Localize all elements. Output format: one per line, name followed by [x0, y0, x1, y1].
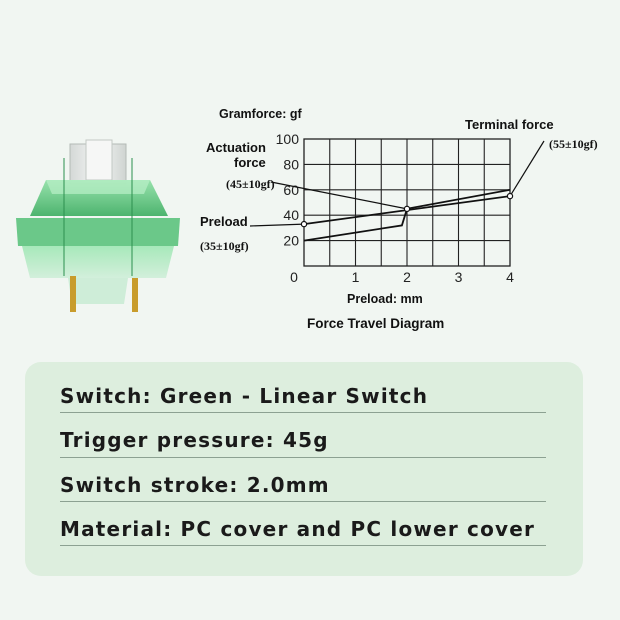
annotation-label: Terminal force — [465, 117, 554, 132]
spec-card: Switch: Green - Linear Switch Trigger pr… — [25, 362, 583, 576]
x-tick-label: 1 — [352, 269, 360, 285]
annotation-label: force — [234, 155, 266, 170]
annotation-leader — [509, 140, 545, 197]
x-tick-label: 0 — [290, 269, 298, 285]
spec-switch-stroke: Switch stroke: 2.0mm — [60, 473, 330, 497]
spec-divider — [60, 501, 546, 502]
x-axis-label: Preload: mm — [347, 292, 423, 306]
spec-material: Material: PC cover and PC lower cover — [60, 517, 536, 541]
spec-divider — [60, 412, 546, 413]
y-tick-label: 40 — [283, 207, 299, 223]
annotation-value: (45±10gf) — [226, 177, 275, 191]
chart-ticks: 20 40 60 80 100 0 1 2 3 4 — [276, 131, 514, 285]
spec-divider — [60, 457, 546, 458]
chart-title: Force Travel Diagram — [307, 316, 444, 331]
annotation-label: Preload — [200, 214, 248, 229]
switch-illustration — [16, 139, 180, 312]
annotation-point — [403, 205, 411, 213]
x-tick-label: 4 — [506, 269, 514, 285]
y-tick-label: 100 — [276, 131, 300, 147]
series-line-1 — [303, 188, 511, 242]
annotation-point — [300, 220, 308, 228]
annotation-point — [506, 192, 514, 200]
annotation-leader — [270, 181, 408, 210]
spec-divider — [60, 545, 546, 546]
x-tick-label: 2 — [403, 269, 411, 285]
annotation-value: (55±10gf) — [549, 137, 598, 151]
y-tick-label: 80 — [283, 156, 299, 172]
annotation-leader — [249, 223, 305, 227]
y-tick-label: 60 — [283, 182, 299, 198]
x-tick-label: 3 — [455, 269, 463, 285]
chart-grid — [303, 138, 511, 267]
force-travel-chart: Gramforce: gf 20 40 60 80 100 0 1 2 3 4 Actuation… — [200, 107, 598, 331]
spec-switch-type: Switch: Green - Linear Switch — [60, 384, 429, 408]
y-tick-label: 20 — [283, 233, 299, 249]
y-axis-label: Gramforce: gf — [219, 107, 302, 121]
annotation-label: Actuation — [206, 140, 266, 155]
annotation-value: (35±10gf) — [200, 239, 249, 253]
spec-trigger-pressure: Trigger pressure: 45g — [60, 428, 329, 452]
